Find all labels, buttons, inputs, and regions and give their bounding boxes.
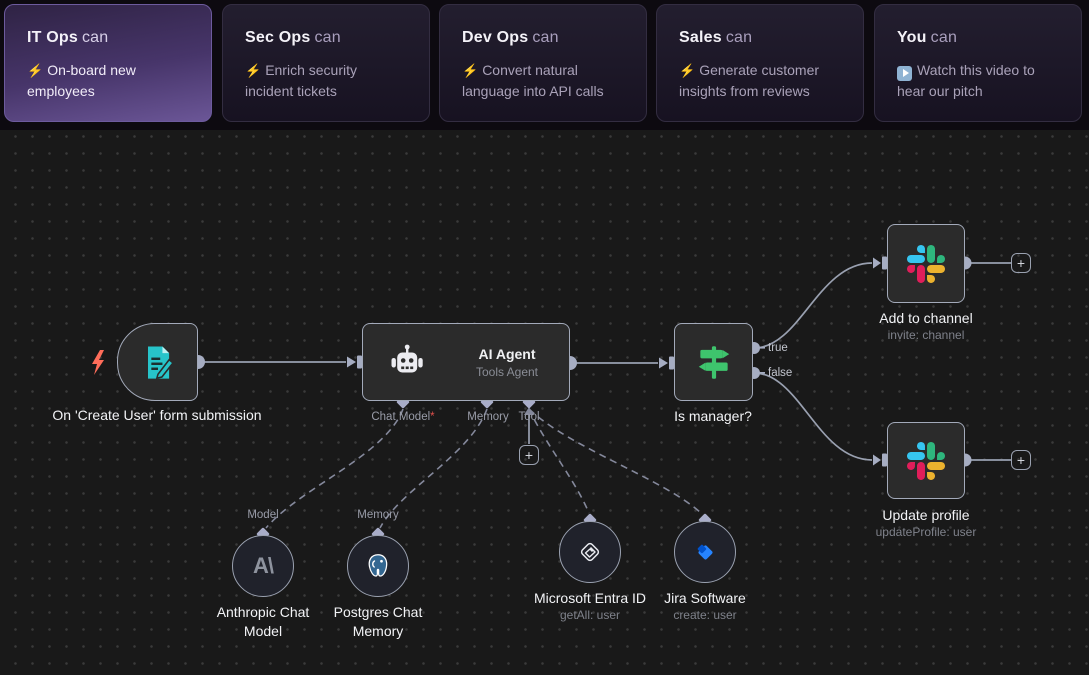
- postgres-icon: [368, 554, 388, 577]
- entra-icon: [580, 542, 600, 562]
- card-description: ⚡Convert natural language into API calls: [462, 62, 604, 99]
- connection-tool-to-entra: [528, 408, 590, 514]
- form-icon: [147, 346, 174, 380]
- node-label-form-trigger: On 'Create User' form submission: [52, 407, 262, 423]
- zap-icon: ⚡: [679, 63, 696, 78]
- node-label-is-manager: Is manager?: [674, 408, 752, 424]
- zap-icon: ⚡: [462, 63, 479, 78]
- connection-true-to-slack-add: [753, 262, 873, 349]
- node-subtitle-slack-add: invite: channel: [887, 328, 965, 342]
- zap-icon: ⚡: [27, 63, 44, 78]
- node-label-postgres: Postgres Chat Memory: [333, 604, 423, 639]
- port-label-memory: Memory: [467, 411, 509, 423]
- slack-icon: [907, 244, 945, 283]
- node-label-anthropic: Anthropic Chat Model: [216, 604, 310, 639]
- agent-title: AI Agent: [478, 345, 536, 362]
- ai-connection-lines: [265, 408, 702, 529]
- add-node-button-slack-add[interactable]: +: [1011, 253, 1031, 273]
- connection-false-to-slack-update: [753, 372, 873, 461]
- card-description: ⚡Enrich security incident tickets: [245, 62, 357, 99]
- input-tab-slack-update: [882, 453, 887, 467]
- connection-lines: [198, 262, 1011, 461]
- connection-chatmodel-to-anthropic: [265, 408, 404, 529]
- zap-icon: ⚡: [245, 63, 262, 78]
- slack-icon: [907, 441, 945, 480]
- true-tick: [760, 347, 765, 349]
- port-label-model: Model: [247, 509, 279, 521]
- node-subtitle-slack-update: updateProfile: user: [875, 525, 977, 539]
- card-description: Watch this video to hear our pitch: [897, 62, 1035, 99]
- node-label-slack-update: Update profile: [882, 507, 970, 523]
- node-slack-add-to-channel[interactable]: [887, 224, 965, 303]
- node-subtitle-entra: getAll: user: [559, 608, 621, 622]
- input-tab-agent: [357, 355, 362, 369]
- node-slack-update-profile[interactable]: [887, 422, 965, 499]
- agent-subtitle: Tools Agent: [475, 364, 539, 379]
- add-tool-button[interactable]: +: [519, 445, 539, 465]
- robot-icon: [391, 344, 423, 373]
- jira-icon: [697, 544, 712, 559]
- required-asterisk: *: [430, 411, 435, 423]
- input-arrow-switch: [659, 357, 668, 369]
- port-label-chat-model: Chat Model*: [371, 411, 435, 423]
- tool-plus-arrow: [524, 407, 534, 415]
- port-label-memory-sub: Memory: [357, 509, 399, 521]
- node-is-manager[interactable]: [674, 323, 753, 401]
- node-label-entra: Microsoft Entra ID: [533, 590, 647, 606]
- input-tab-switch: [669, 356, 674, 370]
- output-label-false: false: [768, 367, 793, 379]
- node-label-slack-add: Add to channel: [879, 310, 973, 326]
- node-ai-agent[interactable]: AI Agent Tools Agent: [362, 323, 570, 401]
- node-form-trigger[interactable]: [117, 323, 198, 401]
- switch-icon: [698, 346, 729, 379]
- node-label-jira: Jira Software: [664, 590, 746, 606]
- false-tick: [760, 372, 765, 374]
- input-tab-slack-add: [882, 256, 887, 270]
- port-label-tool: Tool: [518, 411, 540, 423]
- trigger-bolt-icon: [92, 350, 104, 375]
- add-node-button-slack-update[interactable]: +: [1011, 450, 1031, 470]
- play-icon: [897, 65, 912, 81]
- node-subtitle-jira: create: user: [673, 608, 737, 622]
- card-description: ⚡Generate customer insights from reviews: [679, 62, 820, 99]
- connection-tool-to-jira: [528, 408, 702, 514]
- node-jira-software[interactable]: [674, 521, 736, 583]
- input-arrow-slack-add: [873, 257, 881, 269]
- node-anthropic-chat-model[interactable]: A\: [232, 535, 294, 597]
- node-postgres-chat-memory[interactable]: [347, 535, 409, 597]
- node-microsoft-entra-id[interactable]: [559, 521, 621, 583]
- output-label-true: true: [768, 342, 788, 354]
- input-arrow-slack-update: [873, 454, 881, 466]
- input-arrow-agent: [347, 356, 356, 368]
- anthropic-logo: A\: [253, 553, 274, 578]
- card-description: ⚡On-board new employees: [27, 62, 136, 99]
- connection-memory-to-postgres: [379, 408, 488, 529]
